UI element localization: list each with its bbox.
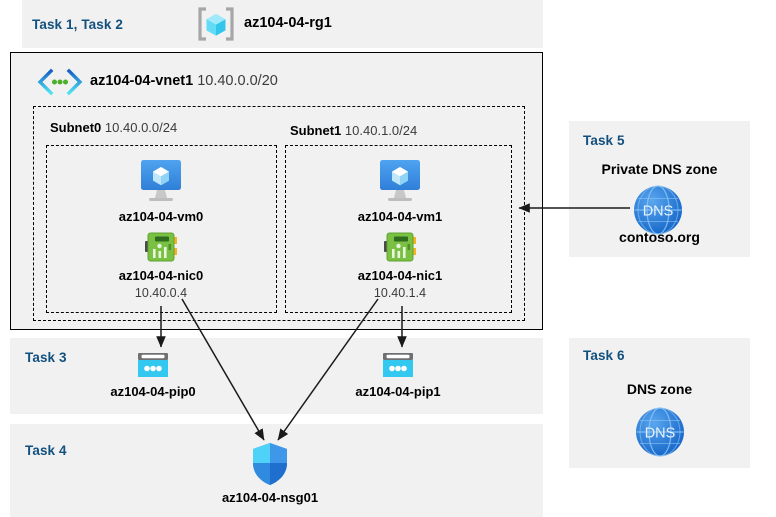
task-label-4: Task 4 bbox=[25, 443, 67, 458]
vnet-name: az104-04-vnet1 bbox=[90, 73, 194, 89]
private-dns-title: Private DNS zone bbox=[601, 161, 718, 177]
nic0-ip: 10.40.0.4 bbox=[134, 286, 188, 300]
subnet0-cidr: 10.40.0.0/24 bbox=[104, 120, 178, 135]
task-label-5: Task 5 bbox=[583, 133, 625, 148]
virtual-machine-icon bbox=[372, 158, 428, 204]
vnet-cidr: 10.40.0.0/20 bbox=[197, 73, 278, 89]
resource-group-panel bbox=[22, 0, 543, 48]
public-ip-panel bbox=[10, 338, 543, 414]
svg-text:DNS: DNS bbox=[643, 204, 674, 220]
nic0-name: az104-04-nic0 bbox=[118, 268, 204, 283]
task-label-3: Task 3 bbox=[25, 350, 67, 365]
vm0-name: az104-04-vm0 bbox=[118, 209, 204, 224]
nsg-name: az104-04-nsg01 bbox=[221, 490, 319, 505]
subnet1-name: Subnet1 bbox=[290, 123, 342, 138]
pip0-name: az104-04-pip0 bbox=[110, 384, 196, 399]
virtual-machine-icon bbox=[133, 158, 189, 204]
virtual-network-icon bbox=[36, 68, 84, 96]
subnet0-label: Subnet0 10.40.0.0/24 bbox=[50, 120, 177, 135]
network-interface-icon bbox=[144, 230, 178, 264]
dns-zone-icon: DNS bbox=[632, 184, 684, 236]
network-security-group-icon bbox=[249, 441, 291, 487]
task-label-6: Task 6 bbox=[583, 348, 625, 363]
public-ip-address-icon bbox=[381, 352, 415, 380]
dns-zone-icon: DNS bbox=[634, 406, 686, 458]
resource-group-name: az104-04-rg1 bbox=[244, 15, 332, 31]
subnet1-cidr: 10.40.1.0/24 bbox=[344, 123, 418, 138]
nic1-ip: 10.40.1.4 bbox=[373, 286, 427, 300]
resource-group-icon bbox=[196, 6, 236, 42]
private-dns-zone-name: contoso.org bbox=[619, 229, 700, 245]
vm1-name: az104-04-vm1 bbox=[357, 209, 443, 224]
subnet1-label: Subnet1 10.40.1.0/24 bbox=[290, 123, 417, 138]
svg-text:DNS: DNS bbox=[645, 426, 676, 442]
subnet0-name: Subnet0 bbox=[50, 120, 102, 135]
public-dns-title: DNS zone bbox=[626, 381, 693, 397]
subnet1-box bbox=[285, 145, 512, 313]
vnet-title: az104-04-vnet1 10.40.0.0/20 bbox=[90, 73, 278, 89]
public-ip-address-icon bbox=[136, 352, 170, 380]
task-label-1-2: Task 1, Task 2 bbox=[32, 17, 123, 32]
nic1-name: az104-04-nic1 bbox=[357, 268, 443, 283]
network-interface-icon bbox=[383, 230, 417, 264]
pip1-name: az104-04-pip1 bbox=[355, 384, 441, 399]
